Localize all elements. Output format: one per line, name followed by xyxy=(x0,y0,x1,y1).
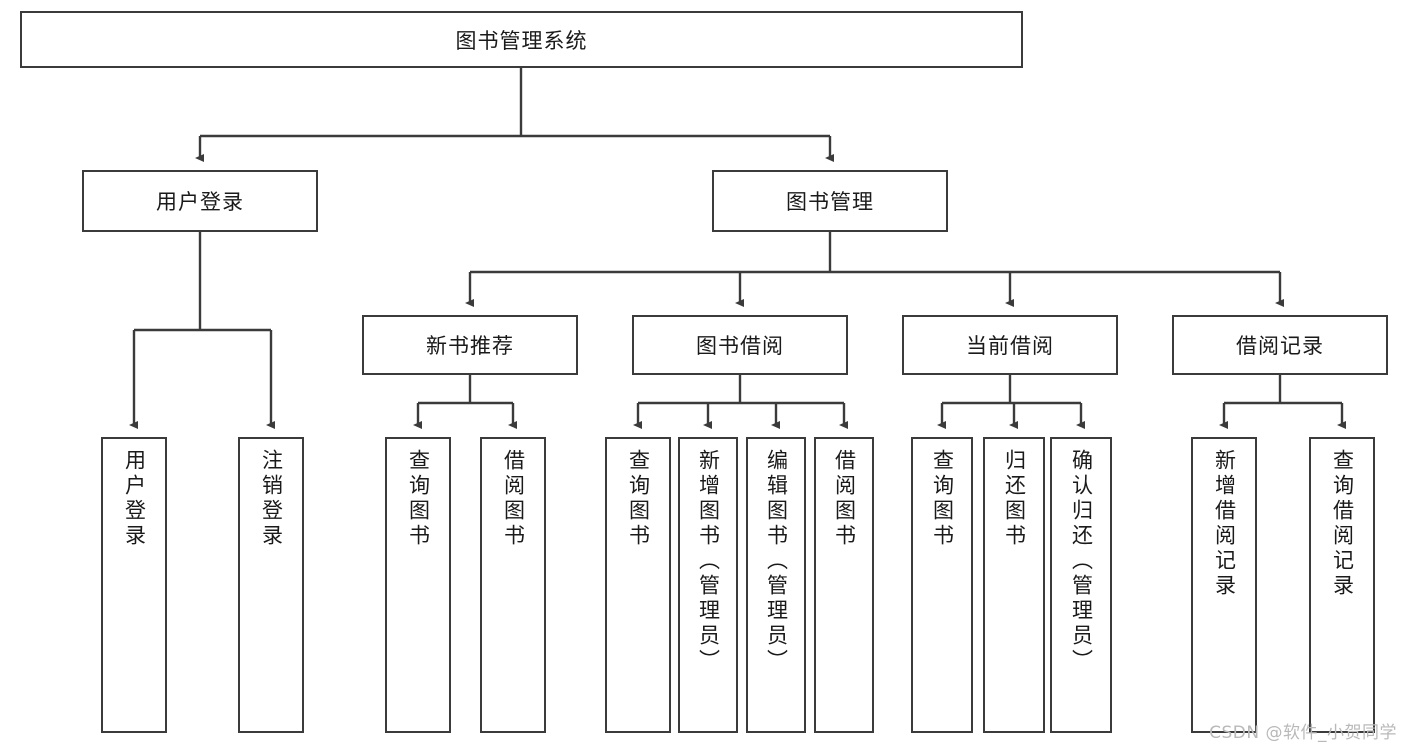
node-leaf-logout-label: 注销登录 xyxy=(259,449,284,549)
node-leaf-borrow-book-1-label: 借阅图书 xyxy=(501,449,526,549)
node-leaf-user-login-label: 用户登录 xyxy=(122,449,147,549)
node-user-login-label: 用户登录 xyxy=(156,190,244,214)
node-book-manage[interactable]: 图书管理 xyxy=(712,170,948,232)
node-leaf-borrow-book-2-label: 借阅图书 xyxy=(832,449,857,549)
node-leaf-add-book[interactable]: 新增图书（管理员） xyxy=(678,437,738,733)
node-user-login[interactable]: 用户登录 xyxy=(82,170,318,232)
node-leaf-query-book-3-label: 查询图书 xyxy=(930,449,955,549)
node-book-borrow-label: 图书借阅 xyxy=(696,334,784,358)
node-leaf-logout[interactable]: 注销登录 xyxy=(238,437,304,733)
node-leaf-borrow-book-1[interactable]: 借阅图书 xyxy=(480,437,546,733)
node-root-label: 图书管理系统 xyxy=(455,28,588,53)
node-leaf-query-book-3[interactable]: 查询图书 xyxy=(911,437,973,733)
node-root[interactable]: 图书管理系统 xyxy=(20,11,1023,68)
node-leaf-return-book[interactable]: 归还图书 xyxy=(983,437,1045,733)
node-borrow-record-label: 借阅记录 xyxy=(1236,334,1324,358)
node-leaf-confirm-return[interactable]: 确认归还（管理员） xyxy=(1050,437,1112,733)
node-leaf-edit-book[interactable]: 编辑图书（管理员） xyxy=(746,437,806,733)
node-new-book-recommend-label: 新书推荐 xyxy=(426,334,514,358)
node-book-borrow[interactable]: 图书借阅 xyxy=(632,315,848,375)
node-current-borrow-label: 当前借阅 xyxy=(966,334,1054,358)
node-new-book-recommend[interactable]: 新书推荐 xyxy=(362,315,578,375)
node-borrow-record[interactable]: 借阅记录 xyxy=(1172,315,1388,375)
node-leaf-borrow-book-2[interactable]: 借阅图书 xyxy=(814,437,874,733)
node-leaf-add-record-label: 新增借阅记录 xyxy=(1212,449,1237,599)
node-book-manage-label: 图书管理 xyxy=(786,190,874,214)
node-leaf-query-book-2-label: 查询图书 xyxy=(626,449,651,549)
node-leaf-query-book-1-label: 查询图书 xyxy=(406,449,431,549)
node-leaf-return-book-label: 归还图书 xyxy=(1002,449,1027,549)
node-leaf-add-record[interactable]: 新增借阅记录 xyxy=(1191,437,1257,733)
node-leaf-confirm-return-label: 确认归还（管理员） xyxy=(1069,449,1094,674)
node-leaf-query-record-label: 查询借阅记录 xyxy=(1330,449,1355,599)
node-leaf-query-record[interactable]: 查询借阅记录 xyxy=(1309,437,1375,733)
node-leaf-add-book-label: 新增图书（管理员） xyxy=(696,449,721,674)
node-leaf-user-login[interactable]: 用户登录 xyxy=(101,437,167,733)
node-current-borrow[interactable]: 当前借阅 xyxy=(902,315,1118,375)
node-leaf-query-book-1[interactable]: 查询图书 xyxy=(385,437,451,733)
node-leaf-edit-book-label: 编辑图书（管理员） xyxy=(764,449,789,674)
node-leaf-query-book-2[interactable]: 查询图书 xyxy=(605,437,671,733)
csdn-watermark: CSDN @软件_小贺同学 xyxy=(1209,723,1397,743)
